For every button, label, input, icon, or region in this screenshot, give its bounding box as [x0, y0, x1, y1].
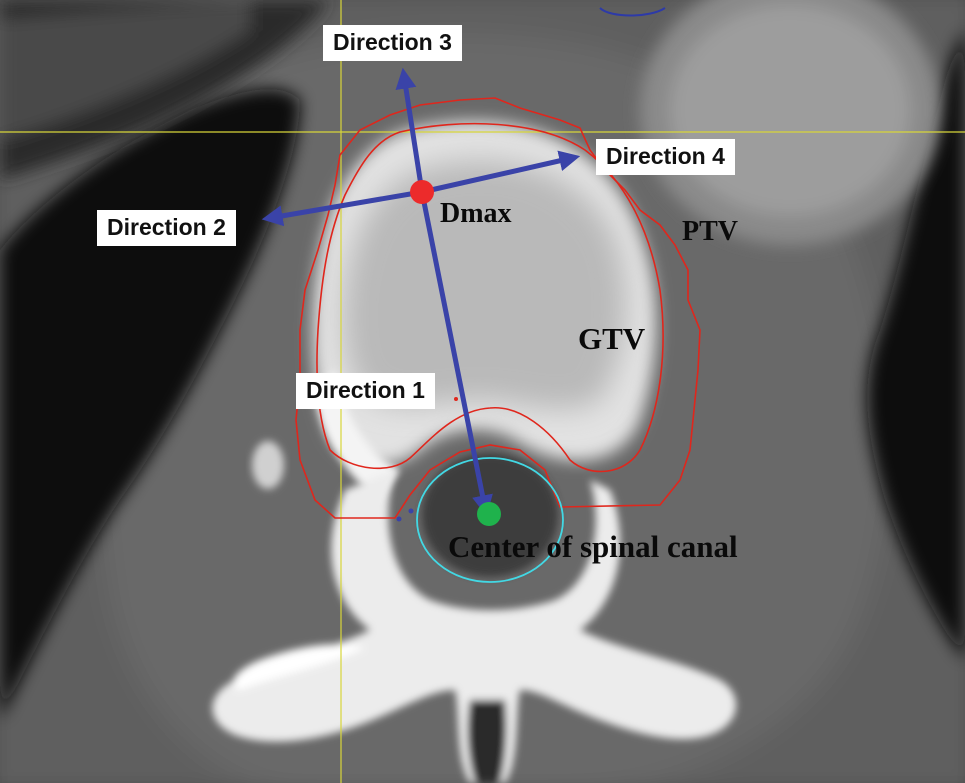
- direction-1-label: Direction 1: [296, 373, 435, 409]
- contour-marker: [454, 397, 458, 401]
- contour-marker: [397, 517, 402, 522]
- spinal-center-label: Center of spinal canal: [448, 531, 738, 562]
- gtv-label: GTV: [578, 323, 645, 354]
- dmax-point: [410, 180, 434, 204]
- direction-4-label: Direction 4: [596, 139, 735, 175]
- direction-2-label: Direction 2: [97, 210, 236, 246]
- spinal-center-point: [477, 502, 501, 526]
- contour-marker: [409, 509, 414, 514]
- direction-3-label: Direction 3: [323, 25, 462, 61]
- ptv-label: PTV: [682, 218, 738, 246]
- rib-head: [252, 441, 284, 489]
- dmax-label: Dmax: [440, 200, 512, 228]
